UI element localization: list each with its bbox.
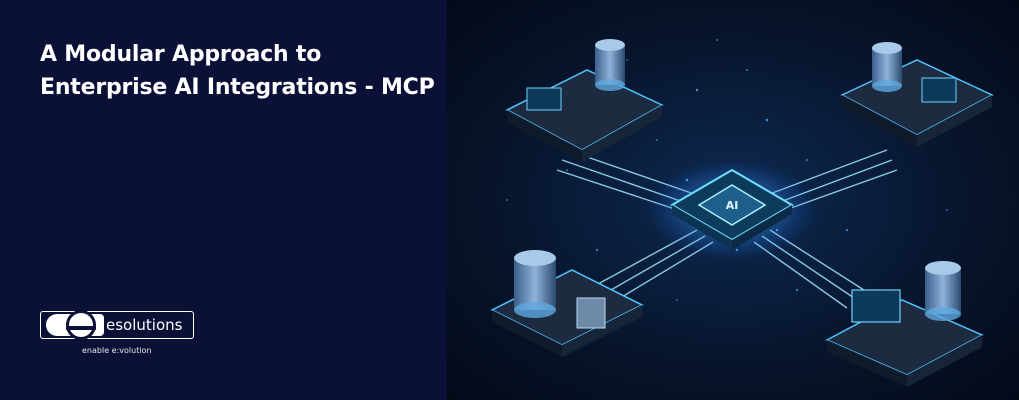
- server-node-bottom-right: [825, 261, 984, 387]
- logo-outline: [40, 311, 194, 339]
- title-line-1: A Modular Approach to: [40, 42, 322, 67]
- server-node-top-right: [840, 42, 994, 147]
- page-title: A Modular Approach to Enterprise AI Inte…: [40, 38, 435, 104]
- laptop-icon: [526, 87, 562, 111]
- database-icon: [595, 45, 625, 85]
- server-node-top-left: [505, 39, 664, 162]
- brand-logo: esolutions: [40, 310, 194, 340]
- server-box-icon: [576, 297, 606, 329]
- database-icon: [514, 258, 556, 310]
- title-line-2: Enterprise AI Integrations - MCP: [40, 75, 435, 100]
- server-node-bottom-left: [490, 250, 644, 357]
- chip-label: AI: [726, 199, 739, 212]
- logo-eye-icon: [46, 310, 104, 340]
- particle-field: [506, 39, 948, 341]
- network-illustration: AI: [447, 0, 1019, 400]
- brand-tagline: enable e:volution: [82, 346, 152, 355]
- brand-name: esolutions: [106, 316, 183, 334]
- laptop-icon: [851, 289, 901, 323]
- laptop-icon: [921, 77, 957, 103]
- database-icon: [925, 268, 961, 314]
- database-icon: [872, 48, 902, 86]
- ai-chip: AI: [647, 160, 817, 260]
- text-panel: A Modular Approach to Enterprise AI Inte…: [0, 0, 447, 400]
